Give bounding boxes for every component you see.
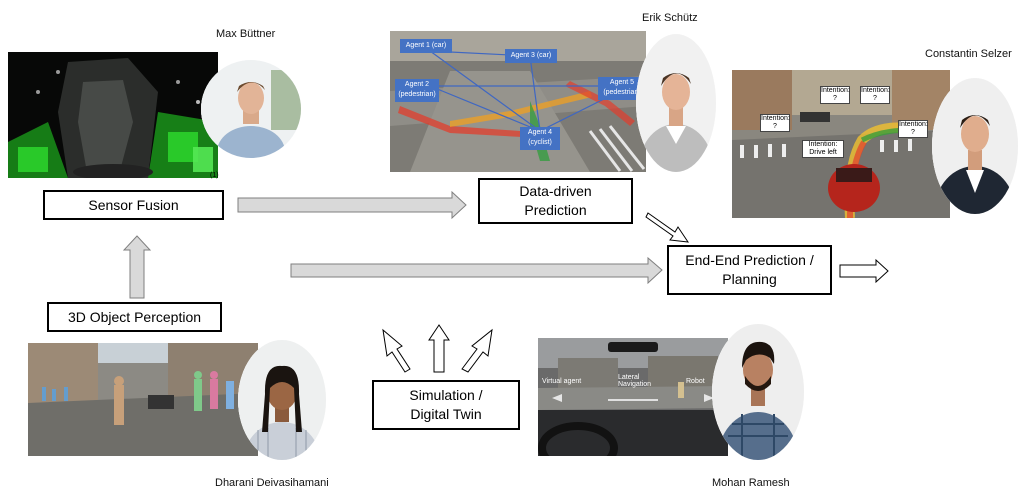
person-name-dharani: Dharani Deivasihamani (215, 477, 329, 489)
arrow-perception-to-planning (290, 256, 663, 285)
agent-label-4: Agent 4 (cyclist) (520, 127, 560, 150)
arrow-simulation-right (461, 328, 493, 373)
portrait-max (201, 60, 301, 158)
simulation-label-line2: Digital Twin (410, 406, 482, 422)
simulation-label-line1: Simulation / (409, 387, 483, 403)
end-to-end-label-line2: Planning (722, 271, 777, 287)
simulation-digital-twin-box: Simulation / Digital Twin (372, 380, 520, 430)
data-driven-label-line1: Data-driven (519, 183, 592, 199)
person-name-mohan: Mohan Ramesh (712, 477, 790, 489)
intention-label-d: Intention: ? (898, 120, 928, 138)
footnote-marker: (1) (210, 172, 219, 179)
sim-label-virtual-agent: Virtual agent (542, 378, 582, 385)
agent-label-3: Agent 3 (car) (505, 49, 557, 63)
object-perception-box: 3D Object Perception (47, 302, 222, 332)
arrow-simulation-center (428, 324, 450, 373)
sim-label-lateral-navigation: Lateral Navigation (618, 374, 652, 388)
arrow-planning-output (839, 258, 889, 284)
object-perception-label: 3D Object Perception (67, 308, 202, 325)
agent-label-2: Agent 2 (pedestrian) (395, 79, 439, 102)
data-driven-label-line2: Prediction (524, 202, 587, 218)
perception-street-image (28, 343, 258, 456)
person-name-max: Max Büttner (216, 28, 276, 40)
portrait-constantin (932, 78, 1018, 214)
sensor-fusion-box: Sensor Fusion (43, 190, 224, 220)
arrow-fusion-to-prediction (237, 190, 467, 220)
simulation-cockpit-image: Virtual agent Lateral Navigation Robot (538, 338, 728, 456)
sensor-fusion-label: Sensor Fusion (88, 196, 179, 213)
prediction-intersection-image: Agent 1 (car) Agent 2 (pedestrian) Agent… (390, 31, 646, 172)
planning-street-image: Intention: ? Intention: ? Intention: ? I… (732, 70, 950, 218)
portrait-erik (636, 34, 716, 172)
intention-label-main: Intention: Drive left (802, 140, 844, 158)
data-driven-prediction-box: Data-driven Prediction (478, 178, 633, 224)
end-to-end-planning-box: End-End Prediction / Planning (667, 245, 832, 295)
sim-label-robot: Robot (686, 378, 705, 385)
portrait-mohan (712, 324, 804, 460)
arrow-simulation-left (382, 328, 411, 373)
portrait-dharani (238, 340, 326, 460)
intention-label-c: Intention: ? (760, 114, 790, 132)
agent-label-5: Agent 5 (pedestrian) (598, 77, 646, 100)
person-name-constantin: Constantin Selzer (925, 48, 1012, 60)
person-name-erik: Erik Schütz (642, 12, 698, 24)
arrow-prediction-to-planning (645, 212, 690, 243)
agent-label-1: Agent 1 (car) (400, 39, 452, 53)
intention-label-a: Intention: ? (820, 86, 850, 104)
arrow-perception-to-fusion (122, 235, 152, 299)
intention-label-b: Intention: ? (860, 86, 890, 104)
end-to-end-label-line1: End-End Prediction / (685, 252, 814, 268)
lidar-point-cloud-image (8, 52, 218, 178)
